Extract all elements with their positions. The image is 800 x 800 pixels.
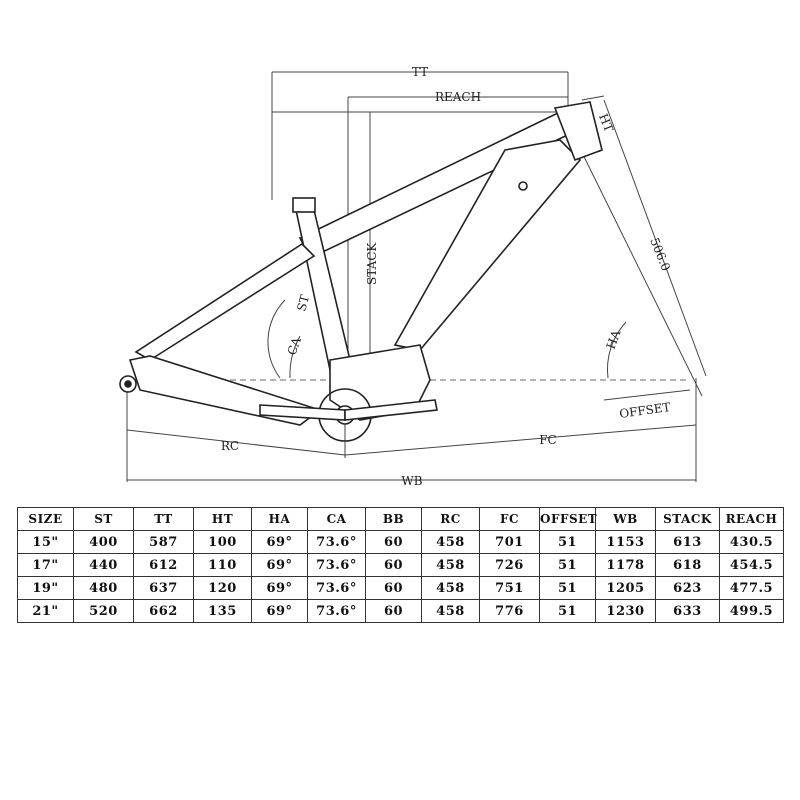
table-cell: 458 (421, 576, 480, 600)
table-cell: 15" (17, 530, 74, 554)
table-cell: 69° (251, 553, 308, 577)
table-cell: 100 (193, 530, 252, 554)
table-cell: 73.6° (307, 599, 366, 623)
table-cell: 1205 (595, 576, 656, 600)
label-ca: CA (285, 335, 304, 357)
bike-frame (119, 101, 603, 442)
table-cell: 135 (193, 599, 252, 623)
dimension-lines (126, 71, 707, 482)
down-tube (393, 139, 582, 351)
geometry-table: SIZE ST TT HT HA CA BB RC FC OFFSET WB S… (17, 507, 784, 623)
header-cell: RC (421, 507, 480, 531)
label-ha: HA (604, 328, 624, 351)
table-cell: 21" (17, 599, 74, 623)
table-cell: 633 (655, 599, 720, 623)
table-header-row: SIZE ST TT HT HA CA BB RC FC OFFSET WB S… (17, 507, 784, 531)
table-row: 17" 440 612 110 69° 73.6° 60 458 726 51 … (17, 553, 784, 577)
table-cell: 110 (193, 553, 252, 577)
table-cell: 618 (655, 553, 720, 577)
table-cell: 120 (193, 576, 252, 600)
crank-arm-right (344, 399, 438, 421)
table-cell: 69° (251, 599, 308, 623)
table-cell: 480 (73, 576, 134, 600)
rear-axle (124, 380, 132, 388)
table-cell: 60 (365, 599, 422, 623)
label-st: ST (294, 293, 312, 312)
label-stack: STACK (365, 242, 379, 285)
label-reach: REACH (435, 90, 481, 104)
table-cell: 430.5 (719, 530, 784, 554)
table-cell: 587 (133, 530, 194, 554)
table-cell: 51 (539, 576, 596, 600)
head-tube (553, 101, 603, 162)
table-cell: 454.5 (719, 553, 784, 577)
table-cell: 751 (479, 576, 540, 600)
label-tt: TT (412, 65, 428, 79)
table-cell: 51 (539, 599, 596, 623)
frame-geometry-diagram: TT REACH HT STACK ST CA HA 506.0 OFFSET … (119, 65, 707, 488)
label-offset: OFFSET (618, 400, 671, 421)
table-cell: 458 (421, 553, 480, 577)
table-cell: 19" (17, 576, 74, 600)
table-cell: 1153 (595, 530, 656, 554)
header-cell: OFFSET (539, 507, 597, 531)
table-cell: 1230 (595, 599, 656, 623)
header-cell: HT (193, 507, 252, 531)
header-cell: REACH (719, 507, 784, 531)
header-cell: SIZE (17, 507, 74, 531)
label-wb: WB (401, 474, 422, 488)
table-cell: 400 (73, 530, 134, 554)
table-cell: 499.5 (719, 599, 784, 623)
table-cell: 637 (133, 576, 194, 600)
header-cell: WB (595, 507, 656, 531)
table-cell: 613 (655, 530, 720, 554)
table-cell: 1178 (595, 553, 656, 577)
header-cell: HA (251, 507, 308, 531)
header-cell: BB (365, 507, 422, 531)
table-cell: 51 (539, 553, 596, 577)
table-cell: 701 (479, 530, 540, 554)
table-cell: 60 (365, 553, 422, 577)
table-row: 15" 400 587 100 69° 73.6° 60 458 701 51 … (17, 530, 784, 554)
table-cell: 662 (133, 599, 194, 623)
table-cell: 51 (539, 530, 596, 554)
table-cell: 60 (365, 576, 422, 600)
table-cell: 520 (73, 599, 134, 623)
label-fork-length: 506.0 (647, 236, 673, 273)
header-cell: TT (133, 507, 194, 531)
cable-port (518, 181, 528, 191)
table-cell: 477.5 (719, 576, 784, 600)
label-rc: RC (221, 439, 239, 453)
table-cell: 623 (655, 576, 720, 600)
header-cell: STACK (655, 507, 720, 531)
table-row: 21" 520 662 135 69° 73.6° 60 458 776 51 … (17, 599, 784, 623)
table-cell: 69° (251, 530, 308, 554)
header-cell: FC (479, 507, 540, 531)
table-cell: 776 (479, 599, 540, 623)
table-cell: 726 (479, 553, 540, 577)
label-ht: HT (596, 112, 616, 134)
table-cell: 73.6° (307, 576, 366, 600)
table-cell: 440 (73, 553, 134, 577)
table-row: 19" 480 637 120 69° 73.6° 60 458 751 51 … (17, 576, 784, 600)
table-cell: 17" (17, 553, 74, 577)
header-cell: ST (73, 507, 134, 531)
label-fc: FC (539, 433, 557, 447)
table-cell: 73.6° (307, 553, 366, 577)
table-cell: 612 (133, 553, 194, 577)
table-cell: 458 (421, 599, 480, 623)
table-cell: 73.6° (307, 530, 366, 554)
header-cell: CA (307, 507, 366, 531)
seat-collar (292, 197, 316, 213)
table-cell: 69° (251, 576, 308, 600)
table-cell: 458 (421, 530, 480, 554)
table-cell: 60 (365, 530, 422, 554)
